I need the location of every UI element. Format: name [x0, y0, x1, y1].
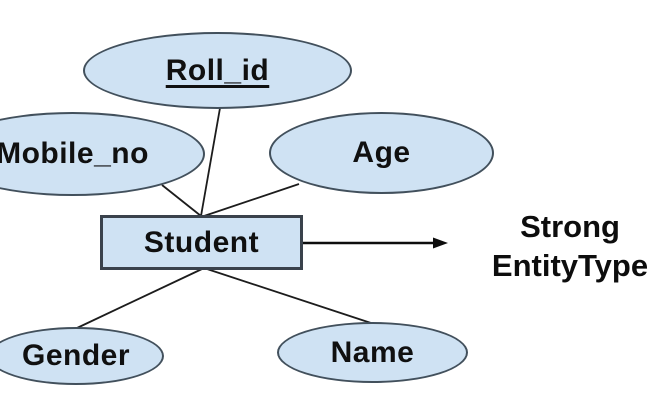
entity-student: Student [100, 215, 303, 270]
attribute-roll-id: Roll_id [83, 32, 352, 109]
attribute-mobile-no-label: Mobile_no [0, 137, 149, 170]
connector-rollid-student [200, 107, 221, 217]
strong-entity-arrow [303, 237, 448, 249]
connector-mobileno-student [161, 184, 202, 217]
attribute-roll-id-label: Roll_id [165, 53, 270, 87]
entity-student-label: Student [143, 225, 260, 259]
connector-age-student [203, 183, 300, 217]
connector-student-name [206, 268, 372, 324]
attribute-age: Age [269, 112, 494, 194]
annotation-line-2: EntityType [491, 248, 649, 283]
annotation-strong-entity: Strong EntityType [470, 207, 650, 285]
attribute-name: Name [277, 322, 468, 383]
attribute-age-label: Age [352, 136, 411, 169]
attribute-name-label: Name [330, 335, 415, 369]
annotation-line-1: Strong [520, 209, 620, 244]
attribute-gender: Gender [0, 327, 164, 385]
connector-student-gender [76, 268, 203, 329]
attribute-mobile-no: Mobile_no [0, 112, 205, 196]
attribute-gender-label: Gender [21, 339, 131, 372]
arrowhead-icon [433, 237, 448, 249]
